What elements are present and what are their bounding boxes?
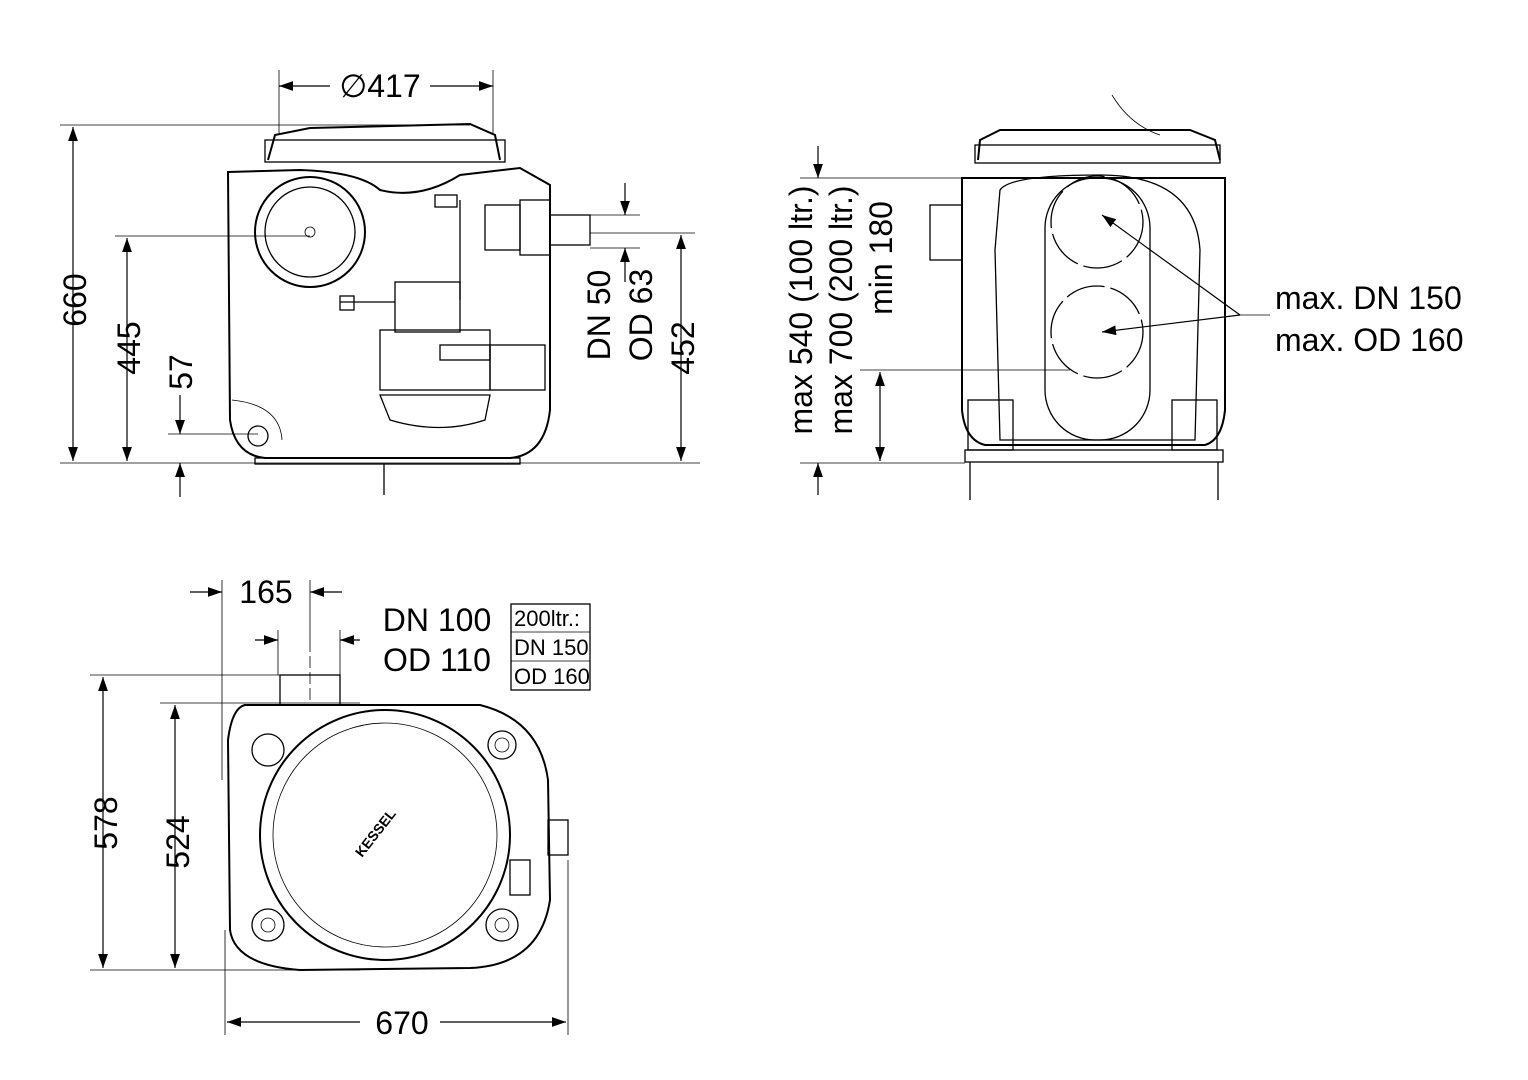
box-dn: DN 150 (514, 635, 589, 660)
box-od: OD 160 (514, 664, 590, 689)
dim-width: 670 (375, 1005, 428, 1041)
drain-opening (247, 425, 269, 447)
dim-outlet-height: 452 (665, 321, 701, 374)
dim-dn: DN 100 (383, 602, 492, 638)
dim-max-100: max 540 (100 ltr.) (783, 186, 819, 435)
tank-body (226, 704, 552, 972)
dim-depth-body: 524 (160, 815, 196, 868)
dim-inlet-height: 445 (111, 321, 147, 374)
inlet-od-label: max. OD 160 (1275, 322, 1464, 358)
tank-body (226, 166, 551, 459)
dim-offset: 165 (239, 574, 292, 610)
dim-height-total: 660 (57, 273, 93, 326)
dim-outlet-od: OD 63 (623, 269, 659, 361)
dim-od: OD 110 (383, 642, 491, 678)
dim-diameter: ∅417 (339, 68, 420, 104)
dim-drain-height: 57 (163, 354, 199, 390)
lid (977, 129, 1221, 161)
inlet-circle-upper (1050, 175, 1144, 269)
outlet-pipe (434, 194, 591, 300)
lid (267, 122, 501, 161)
lid-circle (259, 709, 511, 961)
base-plate (964, 449, 1224, 463)
side-view: max 540 (100 ltr.) max 700 (200 ltr.) mi… (783, 94, 1464, 500)
pump (339, 281, 546, 429)
box-title: 200ltr.: (514, 606, 580, 631)
inlet-circle-lower (1050, 285, 1144, 379)
front-view: ∅417 660 445 57 DN 50 OD 63 452 (57, 68, 701, 497)
dim-max-200: max 700 (200 ltr.) (823, 186, 859, 435)
dim-depth-total: 578 (88, 796, 124, 849)
inlet-flange (254, 176, 366, 288)
dim-min: min 180 (863, 201, 899, 315)
tank-body (961, 177, 1226, 446)
dim-outlet-dn: DN 50 (581, 270, 617, 361)
base-plate (254, 457, 521, 465)
tank-200l-table: 200ltr.: DN 150 OD 160 (510, 603, 591, 691)
side-outlet (547, 819, 569, 856)
inlet-dn-label: max. DN 150 (1275, 280, 1462, 316)
corner-fittings (251, 730, 531, 942)
top-view: KESSEL 165 DN 100 OD 110 200ltr.: DN 150… (88, 574, 591, 1041)
side-outlet (929, 204, 963, 261)
